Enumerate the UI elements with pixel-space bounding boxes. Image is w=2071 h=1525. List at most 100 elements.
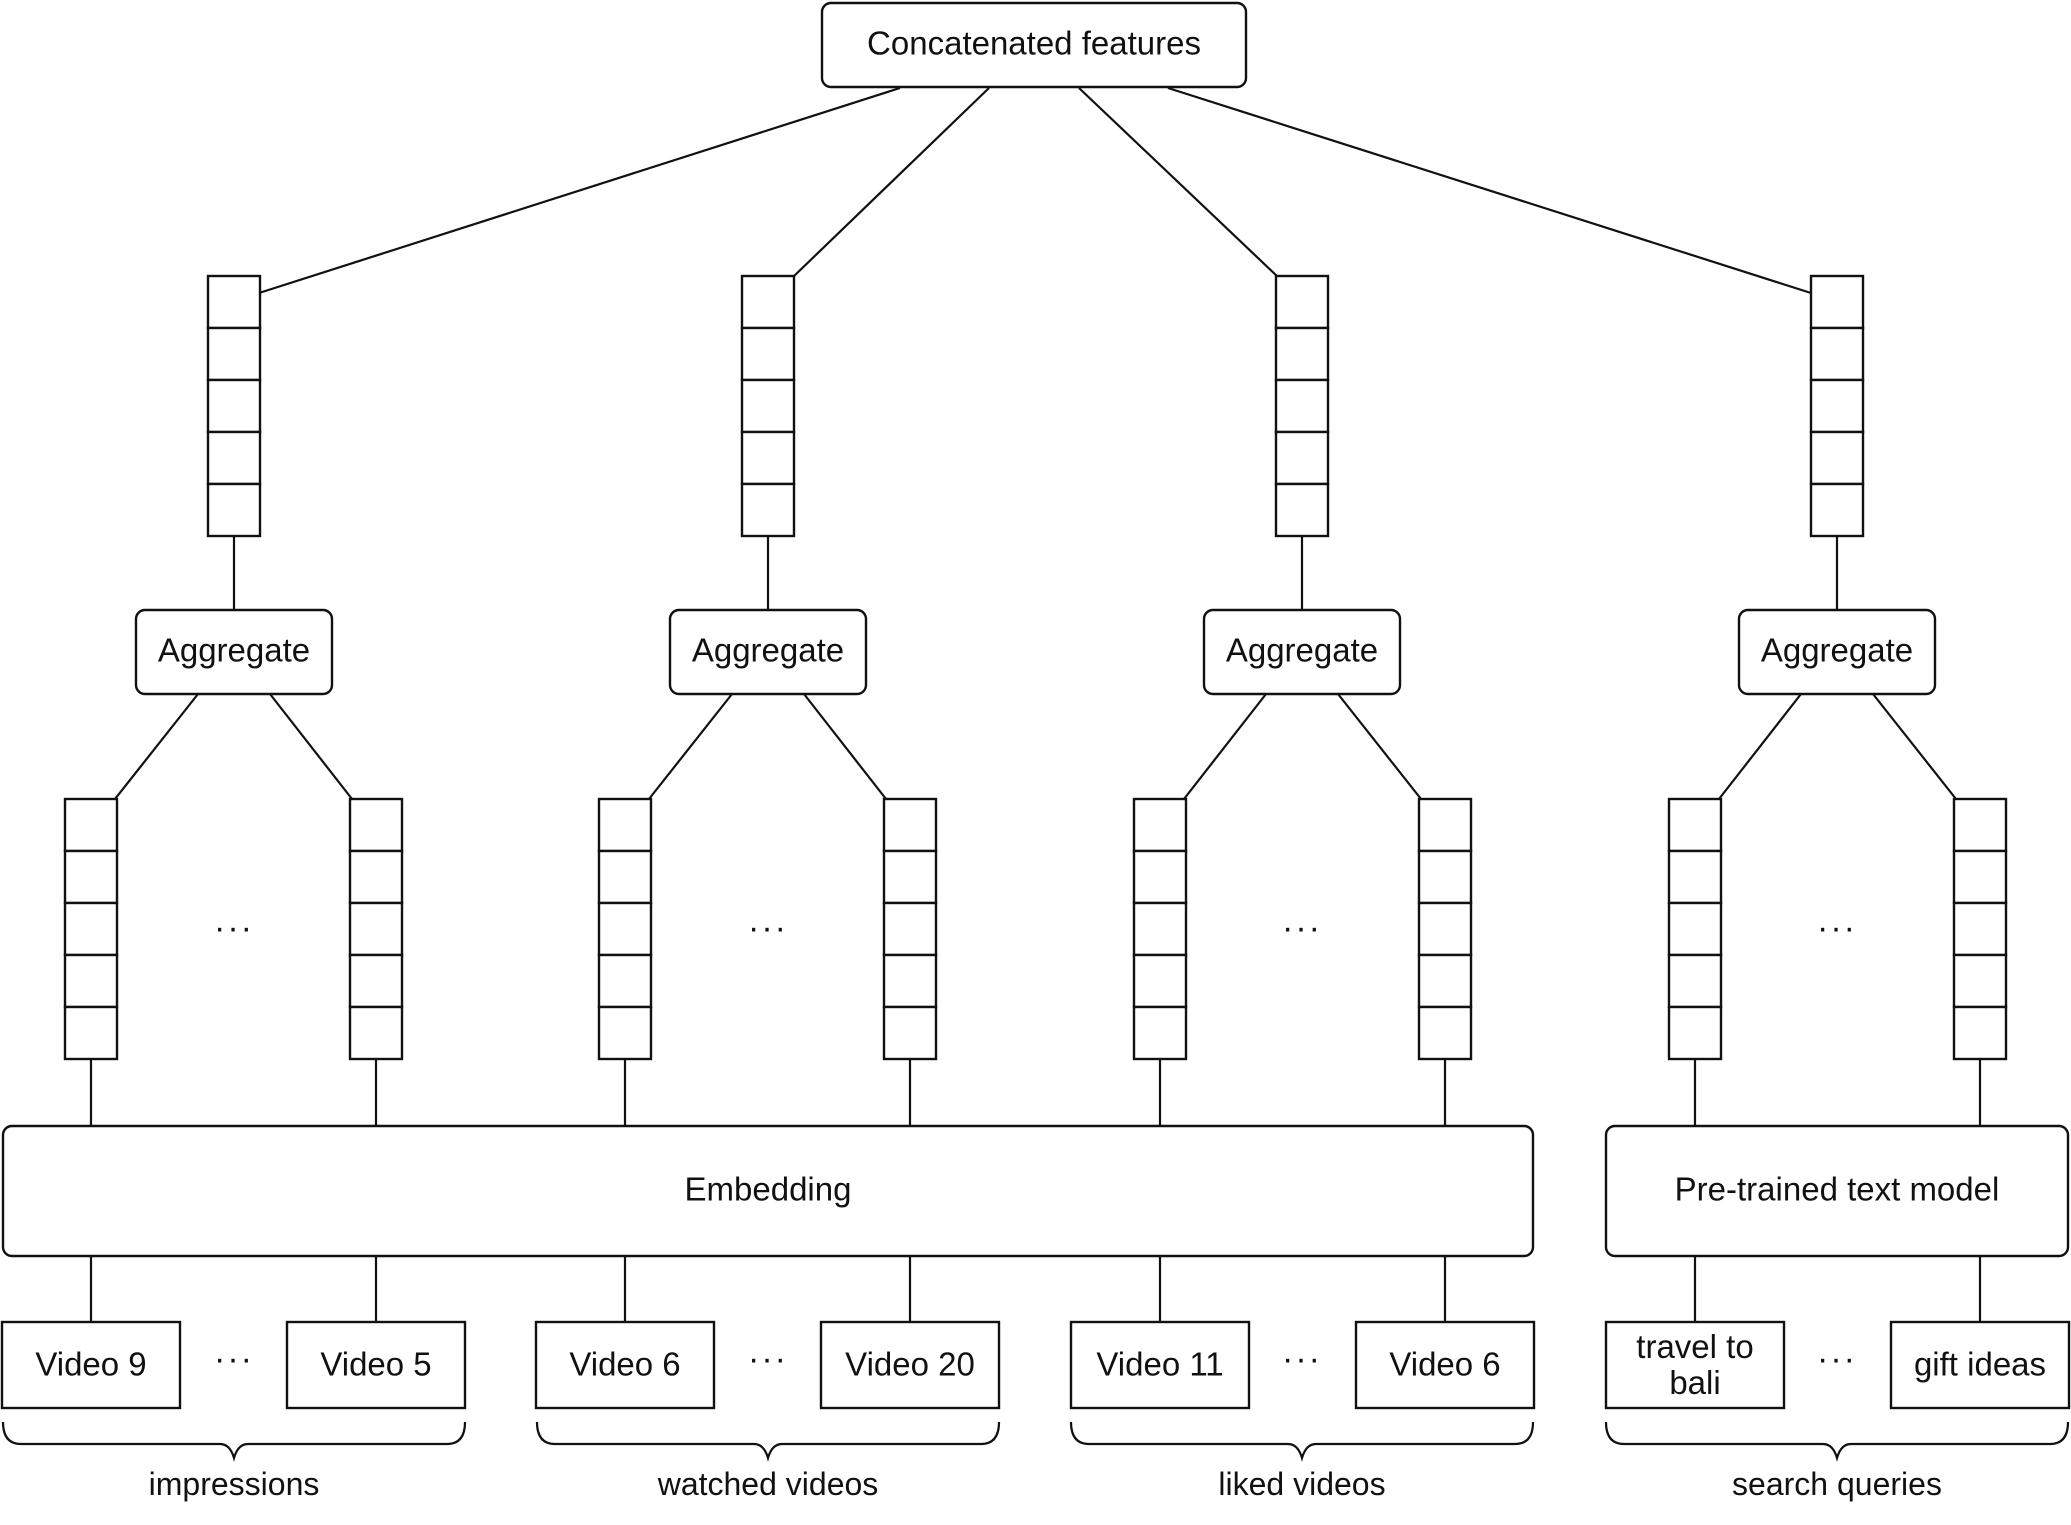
vector-cell [1417,953,1473,1009]
aggregated-vectors [206,274,1865,538]
encoder-edges [89,1059,1982,1322]
item-vector-first-watched [597,797,653,1061]
vector-cell [882,901,938,957]
ellipsis: ··· [214,909,254,947]
group-brace [1069,1421,1535,1462]
vector-cell [1667,1005,1723,1061]
vector-cell [740,430,796,486]
root-edges [258,86,1812,295]
aggregate-node-liked: Aggregate [1202,608,1402,696]
vector-cell [206,482,262,538]
input-item-impressions: Video 5 [285,1320,467,1410]
input-item-search: gift ideas [1889,1320,2071,1410]
group-brace [535,1421,1001,1462]
vector-cell [740,326,796,382]
vector-cell [63,1005,119,1061]
aggregate-nodes: Aggregate Aggregate Aggregate Aggregate [114,536,1957,800]
ellipsis: ··· [748,1340,788,1378]
vector-cell [1132,1005,1188,1061]
vector-cell [1809,482,1865,538]
aggregate-label: Aggregate [158,632,310,669]
input-item-liked: Video 11 [1069,1320,1251,1410]
vector-cell [1417,901,1473,957]
aggregate-item-edge [1872,693,1957,800]
item-vector-first-impressions [63,797,119,1061]
vector-cell [63,953,119,1009]
vector-cell [1667,849,1723,905]
vector-cell [63,849,119,905]
input-item-label: Video 9 [35,1346,146,1383]
vector-cell [597,849,653,905]
vector-cell [1952,849,2008,905]
aggregate-item-edge [648,693,733,800]
group-caption-liked: liked videos [1218,1466,1385,1502]
aggregate-label: Aggregate [692,632,844,669]
concatenated-features-node: Concatenated features [820,1,1248,89]
input-item-watched: Video 20 [819,1320,1001,1410]
aggregate-node-impressions: Aggregate [134,608,334,696]
ellipsis: ··· [748,909,788,947]
embedding-node: Embedding [1,1124,1535,1258]
vector-cell [1274,482,1330,538]
vector-cell [882,797,938,853]
vector-cell [206,274,262,330]
aggregate-label: Aggregate [1761,632,1913,669]
text-model-node: Pre-trained text model [1604,1124,2070,1258]
aggregate-item-edge [114,693,199,800]
vector-cell [1417,797,1473,853]
vector-cell [348,1005,404,1061]
concatenated-features-label: Concatenated features [867,25,1201,62]
input-item-label: gift ideas [1914,1346,2046,1383]
aggregate-label: Aggregate [1226,632,1378,669]
aggregated-vector-liked [1274,274,1330,538]
vector-cell [63,797,119,853]
aggregate-item-edge [1183,693,1267,800]
vector-cell [1809,378,1865,434]
vector-cell [348,849,404,905]
ellipsis: ··· [1817,909,1857,947]
vector-cell [1952,1005,2008,1061]
item-vector-first-search [1667,797,1723,1061]
aggregate-item-edge [269,693,353,800]
vector-cell [1132,953,1188,1009]
vector-cell [1132,849,1188,905]
vector-cell [1274,430,1330,486]
vector-cell [740,482,796,538]
vector-cell [597,953,653,1009]
item-vector-first-liked [1132,797,1188,1061]
item-vector-last-liked [1417,797,1473,1061]
item-vector-last-watched [882,797,938,1061]
aggregated-vector-watched [740,274,796,538]
vector-cell [1132,901,1188,957]
vector-cell [1809,326,1865,382]
group-caption-impressions: impressions [149,1466,320,1502]
vector-cell [597,1005,653,1061]
vector-cell [1417,1005,1473,1061]
vector-cell [882,849,938,905]
group-brace [1,1421,467,1462]
vector-cell [348,953,404,1009]
vector-cell [882,953,938,1009]
aggregate-item-edge [803,693,887,800]
ellipsis: ··· [1817,1340,1857,1378]
vector-cell [1809,430,1865,486]
vector-cell [1132,797,1188,853]
vector-cell [348,797,404,853]
vector-cell [206,378,262,434]
vector-cell [206,326,262,382]
vector-cell [1809,274,1865,330]
vector-cell [1417,849,1473,905]
aggregate-node-search: Aggregate [1737,608,1937,696]
vector-cell [1667,797,1723,853]
vector-cell [1274,378,1330,434]
ellipsis: ··· [1282,909,1322,947]
input-item-liked: Video 6 [1354,1320,1536,1410]
input-items: Video 9 Video 5 ··· Video 6 Video 20 ··· Video… [0,1320,2071,1410]
vector-cell [740,378,796,434]
item-vector-last-impressions [348,797,404,1061]
vector-cell [1952,901,2008,957]
